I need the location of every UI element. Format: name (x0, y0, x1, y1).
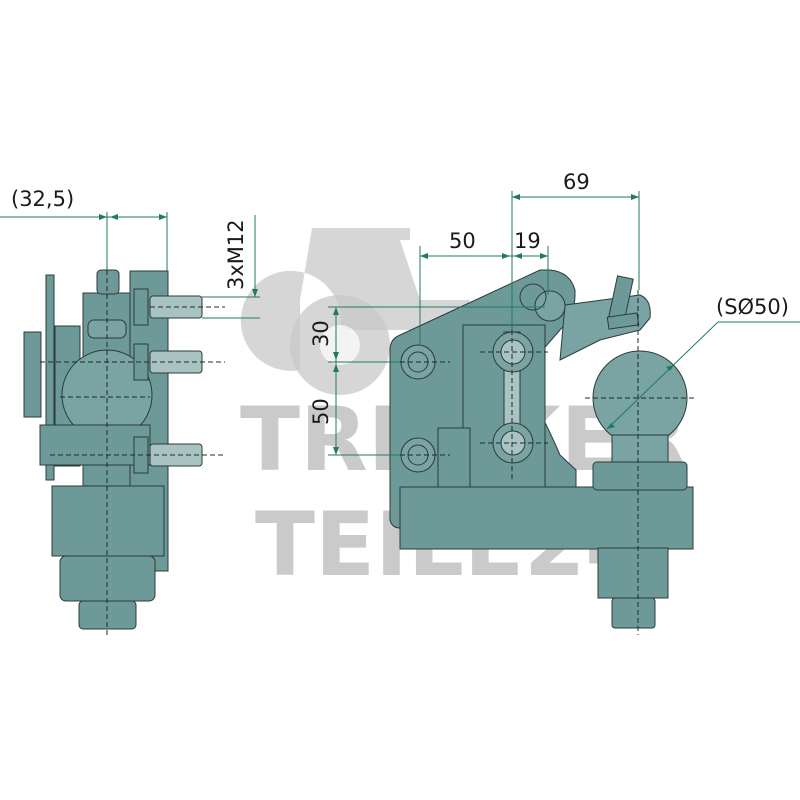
dimension-ball: (SØ50) (606, 295, 800, 430)
dimension-50-vertical-label: 50 (309, 398, 333, 425)
pin-block (437, 427, 471, 491)
ball-nut (592, 461, 688, 491)
dimension-vertical: 30 50 (309, 306, 545, 456)
lever-plate (23, 331, 42, 418)
dimension-50-horizontal-label: 50 (449, 229, 476, 253)
latch-arm (559, 294, 651, 361)
dimension-offset: (32,5) (0, 187, 168, 271)
hex-nut-side (51, 485, 165, 557)
front-view (389, 269, 695, 635)
lever-arm (45, 274, 55, 481)
bolt-head-1 (133, 288, 149, 326)
ball-neck (611, 434, 669, 466)
thread-end (611, 597, 656, 629)
dimension-thread: 3xM12 (202, 215, 260, 319)
base-bar (399, 486, 694, 550)
side-view (23, 269, 225, 635)
lower-nut (597, 547, 669, 599)
dimension-30-label: 30 (309, 320, 333, 347)
dimension-69: 69 (511, 170, 640, 330)
cross-pin (39, 424, 151, 466)
dimension-19-label: 19 (514, 229, 541, 253)
spring-clip (519, 283, 547, 311)
dimension-ball-label: (SØ50) (716, 295, 789, 319)
dimension-thread-label: 3xM12 (224, 219, 248, 290)
dimension-50-19: 50 19 (419, 229, 549, 345)
dimension-69-label: 69 (563, 170, 590, 194)
hole-5 (534, 290, 566, 322)
dimension-offset-label: (32,5) (11, 187, 74, 211)
bolt-head-top (96, 269, 120, 295)
